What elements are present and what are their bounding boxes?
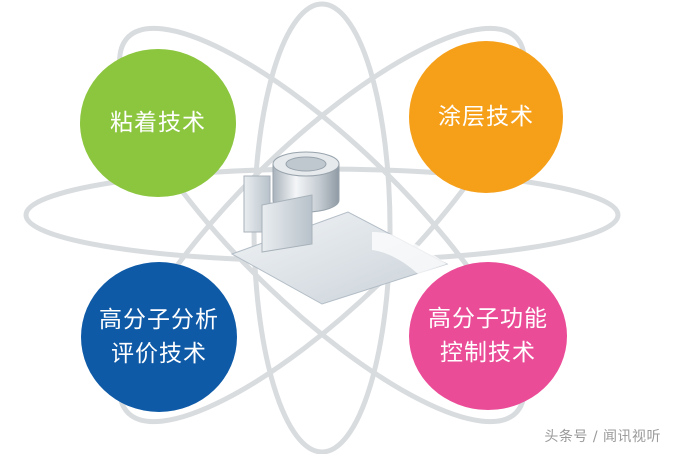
tape-roll-graphic — [243, 151, 340, 253]
polymer-analysis-technology-circle: 高分子分析 评价技术 — [81, 262, 237, 412]
coating-technology-label: 涂层技术 — [438, 104, 534, 130]
polymer-control-label-line1: 高分子功能 — [428, 306, 548, 332]
coating-technology-circle: 涂层技术 — [409, 41, 563, 193]
polymer-analysis-label-line1: 高分子分析 — [99, 307, 219, 333]
watermark: 头条号 / 闻讯视听 — [544, 429, 661, 445]
adhesive-technology-circle: 粘着技术 — [80, 49, 236, 197]
adhesive-technology-label: 粘着技术 — [110, 110, 206, 136]
orbit-diagonal-b — [117, 25, 527, 425]
polymer-control-label-line2: 控制技术 — [440, 340, 536, 366]
polymer-analysis-label-line2: 评价技术 — [111, 341, 207, 367]
polymer-function-control-circle: 高分子功能 控制技术 — [409, 262, 567, 410]
